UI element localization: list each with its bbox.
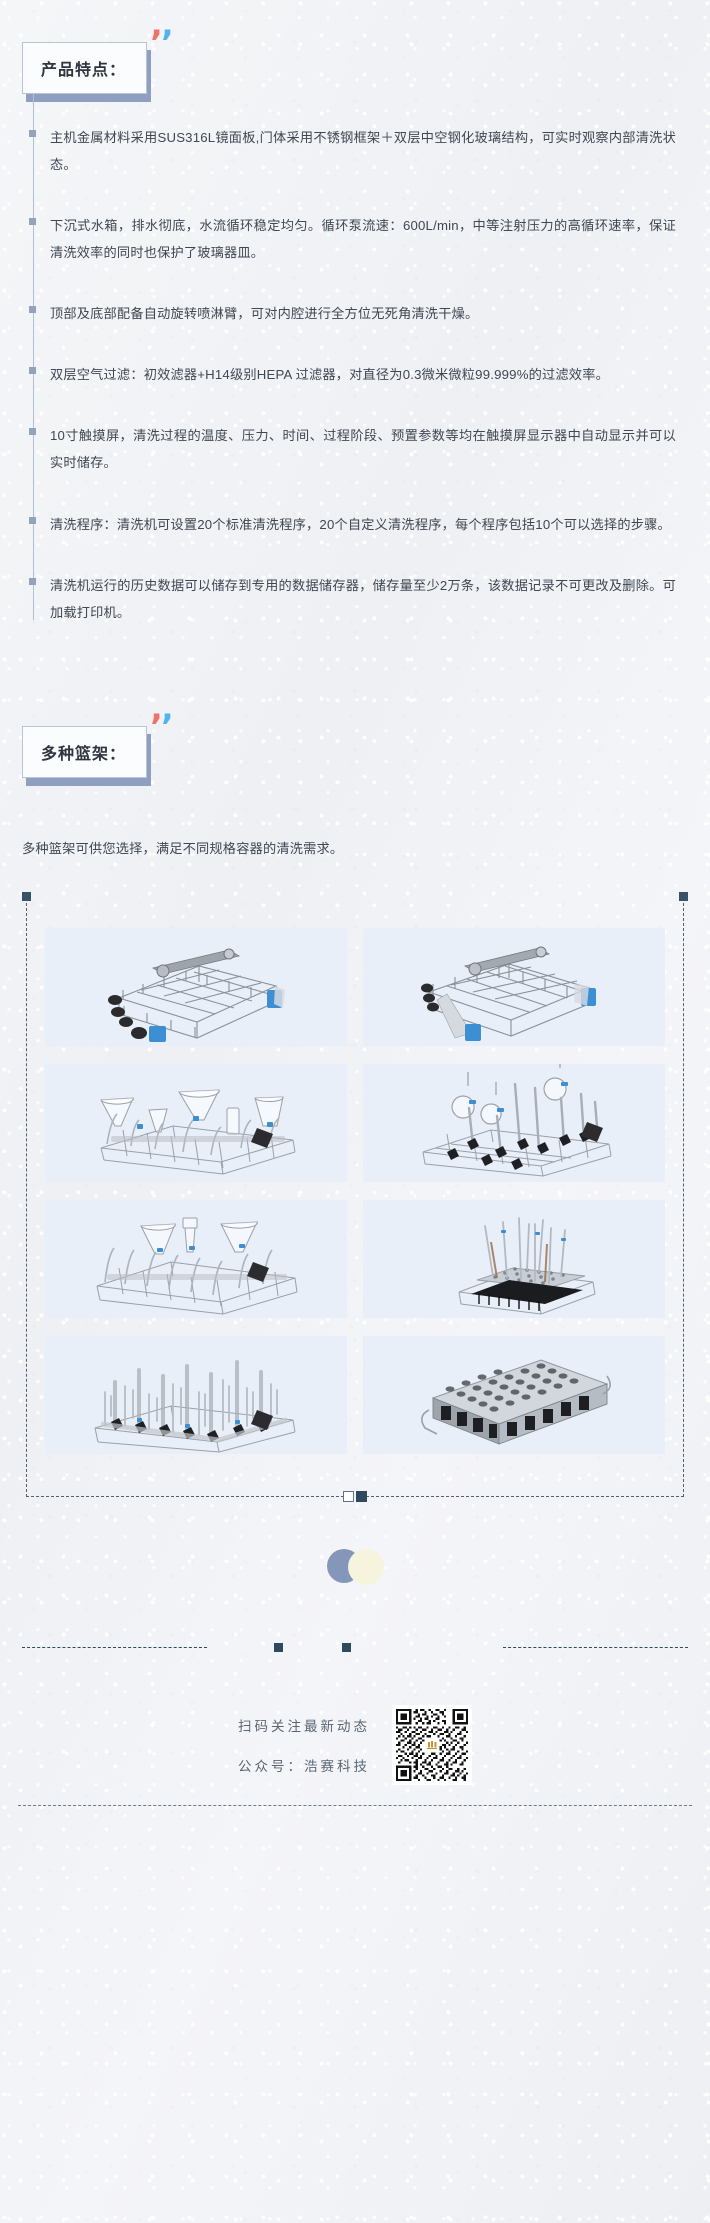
basket-image-narrow-neck-flask-rack[interactable] — [45, 1200, 347, 1319]
bullet-square-icon — [29, 306, 36, 314]
corner-square-marker-icon — [679, 892, 688, 902]
features-heading-text: 产品特点： — [41, 62, 127, 79]
separator-square-icon — [274, 1643, 283, 1653]
bullet-square-icon — [29, 516, 36, 524]
bullet-square-icon — [29, 130, 36, 137]
page-indicator-filled-square-icon[interactable] — [356, 1491, 367, 1503]
basket-gallery — [22, 892, 688, 1503]
feature-text: 顶部及底部配备自动旋转喷淋臂，可对内腔进行全方位无死角清洗干燥。 — [50, 306, 479, 322]
features-section-heading: 产品特点： ’’ — [22, 26, 174, 102]
basket-image-multi-well-tube-tray[interactable] — [363, 1336, 665, 1455]
basket-image-wire-mesh-basket-wheeled-left[interactable] — [45, 928, 347, 1047]
separator-dash-right — [503, 1647, 688, 1649]
features-list: 主机金属材料采用SUS316L镜面板,门体采用不锈钢框架＋双层中空钢化玻璃结构，… — [0, 78, 710, 626]
feature-item: 下沉式水箱，排水彻底，水流循环稳定均匀。循环泵流速：600L/min，中等注射压… — [29, 212, 676, 266]
feature-item: 10寸触摸屏，清洗过程的温度、压力、时间、过程阶段、预置参数等均在触摸屏显示器中… — [29, 422, 676, 476]
feature-text: 清洗机运行的历史数据可以储存到专用的数据储存器，储存量至少2万条，该数据记录不可… — [50, 577, 676, 620]
feature-text: 主机金属材料采用SUS316L镜面板,门体采用不锈钢框架＋双层中空钢化玻璃结构，… — [50, 130, 676, 173]
double-quote-icon: ’’ — [150, 23, 174, 63]
baskets-heading-text: 多种篮架： — [41, 745, 127, 763]
feature-text: 双层空气过滤：初效滤器+H14级别HEPA 过滤器，对直径为0.3微米微粒99.… — [50, 367, 609, 383]
feature-item: 顶部及底部配备自动旋转喷淋臂，可对内腔进行全方位无死角清洗干燥。 — [29, 300, 676, 327]
footer-line-2: 公众号：浩赛科技 — [238, 1759, 370, 1775]
footer: 扫码关注最新动态 公众号：浩赛科技 — [0, 1663, 710, 1805]
decor-circle-cream-icon — [348, 1549, 384, 1586]
bullet-square-icon — [29, 218, 36, 226]
double-quote-icon: ’’ — [150, 706, 174, 747]
bullet-square-icon — [29, 428, 36, 436]
bullet-square-icon — [29, 367, 36, 375]
basket-image-pipette-holder-rack-black[interactable] — [363, 1200, 665, 1319]
feature-item: 主机金属材料采用SUS316L镜面板,门体采用不锈钢框架＋双层中空钢化玻璃结构，… — [29, 124, 676, 178]
feature-item: 清洗程序：清洗机可设置20个标准清洗程序，20个自定义清洗程序，每个程序包括10… — [29, 511, 676, 538]
bullet-square-icon — [29, 577, 36, 585]
footer-divider — [18, 1805, 692, 1807]
baskets-intro-text: 多种篮架可供您选择，满足不同规格容器的清洗需求。 — [22, 840, 344, 856]
basket-image-test-tube-injection-rack[interactable] — [45, 1336, 347, 1455]
qr-code-icon[interactable] — [392, 1705, 472, 1786]
heading-label-box: 产品特点： — [22, 42, 148, 94]
feature-text: 10寸触摸屏，清洗过程的温度、压力、时间、过程阶段、预置参数等均在触摸屏显示器中… — [50, 428, 676, 471]
baskets-section-heading: 多种篮架： ’’ — [22, 710, 174, 786]
basket-image-pipette-injection-rack[interactable] — [363, 1064, 665, 1183]
basket-image-grid — [27, 928, 683, 1455]
feature-text: 下沉式水箱，排水彻底，水流循环稳定均匀。循环泵流速：600L/min，中等注射压… — [50, 218, 676, 261]
footer-text-block: 扫码关注最新动态 公众号：浩赛科技 — [238, 1715, 370, 1775]
basket-image-wire-mesh-basket-wheeled-right[interactable] — [363, 928, 665, 1047]
corner-square-marker-icon — [22, 892, 31, 902]
gallery-page-indicator[interactable] — [337, 1491, 373, 1503]
separator-square-icon — [342, 1643, 351, 1653]
separator-dash-left — [22, 1647, 207, 1649]
feature-item: 双层空气过滤：初效滤器+H14级别HEPA 过滤器，对直径为0.3微米微粒99.… — [29, 361, 676, 388]
page-root: 产品特点： ’’ 主机金属材料采用SUS316L镜面板,门体采用不锈钢框架＋双层… — [0, 26, 710, 1807]
feature-text: 清洗程序：清洗机可设置20个标准清洗程序，20个自定义清洗程序，每个程序包括10… — [50, 516, 671, 532]
feature-item: 清洗机运行的历史数据可以储存到专用的数据储存器，储存量至少2万条，该数据记录不可… — [29, 572, 676, 626]
page-indicator-open-square-icon[interactable] — [343, 1491, 354, 1503]
heading-label-box: 多种篮架： — [22, 725, 148, 778]
decorative-circles — [0, 1505, 710, 1625]
basket-image-glassware-injection-rack-funnels[interactable] — [45, 1064, 347, 1183]
footer-line-1: 扫码关注最新动态 — [238, 1719, 370, 1735]
section-separator — [22, 1633, 688, 1663]
